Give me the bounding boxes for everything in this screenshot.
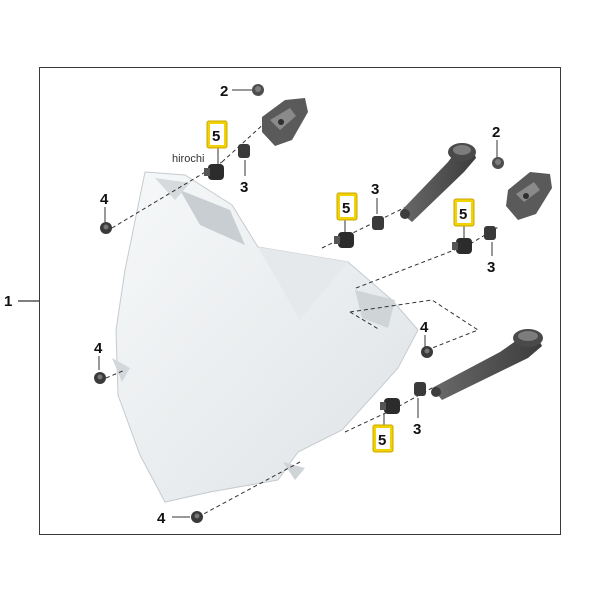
callout-label-3-a: 3 <box>240 179 248 196</box>
callout-label-5-b: 5 <box>342 200 350 217</box>
callout-label-4-a: 4 <box>100 191 109 208</box>
mounting-arm-upper <box>400 143 476 222</box>
callout-label-3-d: 3 <box>413 421 421 438</box>
callout-label-3-b: 3 <box>371 181 379 198</box>
windshield <box>112 171 419 503</box>
callout-label-1: 1 <box>4 293 12 310</box>
mounting-pad-left <box>262 98 308 146</box>
bolt-4-c <box>421 346 433 358</box>
callout-leaders <box>98 89 498 518</box>
grommet-3-b <box>372 216 384 230</box>
callout-label-4-c: 4 <box>420 319 429 336</box>
grommet-3-d <box>414 382 426 396</box>
screw-2-right <box>492 157 504 169</box>
mounting-arm-lower <box>431 329 543 400</box>
callout-label-2-upper: 2 <box>220 83 228 100</box>
bolt-4-a <box>100 222 112 234</box>
callout-label-5-c: 5 <box>459 206 467 223</box>
callout-label-5-a: 5 <box>212 128 220 145</box>
rubber-nut-5-b <box>334 232 354 248</box>
rubber-nut-5-d <box>380 398 400 414</box>
callout-label-4-b: 4 <box>94 340 103 357</box>
callout-label-3-c: 3 <box>487 259 495 276</box>
callout-label-4-d: 4 <box>157 510 166 527</box>
bolt-4-d <box>191 511 203 523</box>
callout-label-2-right: 2 <box>492 124 500 141</box>
mounting-pad-right <box>506 172 552 220</box>
diagram-frame <box>39 67 561 535</box>
grommet-3-c <box>484 226 496 240</box>
grommet-3-a <box>238 144 250 158</box>
screw-2-upper-left <box>252 84 264 96</box>
rubber-nut-5-a <box>204 164 224 180</box>
callout-label-5-d: 5 <box>378 432 386 449</box>
watermark: hirochi <box>172 153 204 165</box>
rubber-nut-5-c <box>452 238 472 254</box>
bolt-4-b <box>94 372 106 384</box>
highlight-boxes-inner <box>210 124 471 449</box>
